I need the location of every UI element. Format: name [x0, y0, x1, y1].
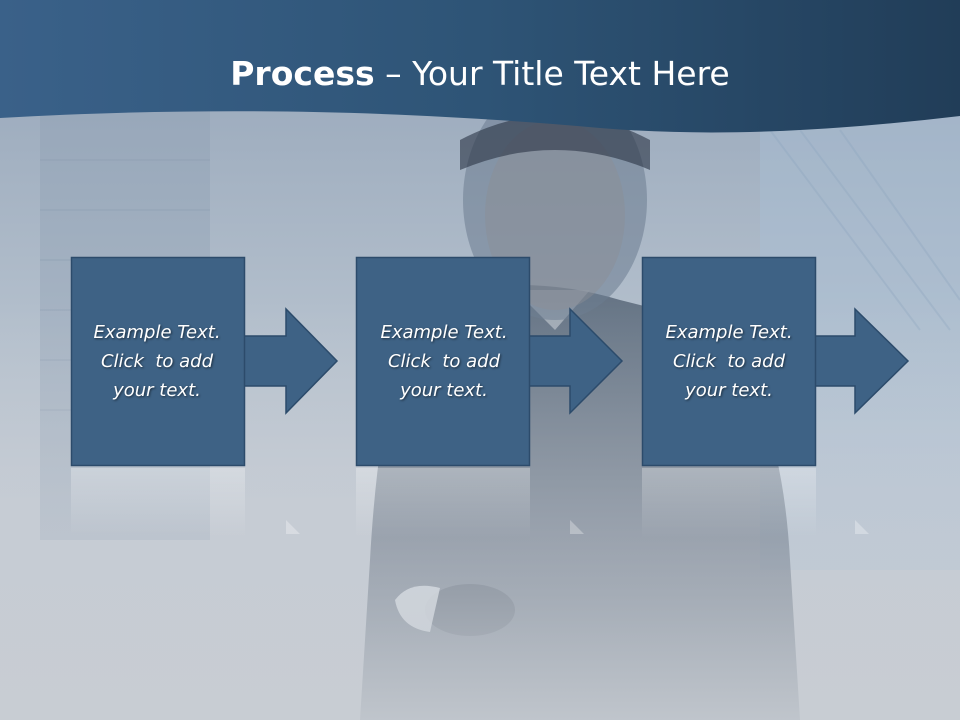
step-line: Click to add — [672, 350, 785, 372]
box-3 — [641, 256, 817, 467]
step-line: your text. — [113, 379, 201, 401]
header-banner — [0, 0, 960, 133]
step-line: Example Text. — [380, 321, 508, 343]
step-line: Example Text. — [93, 321, 221, 343]
step-3-text: Example Text. Click to add your text. — [643, 257, 815, 465]
step-line: your text. — [400, 379, 488, 401]
step-line: Click to add — [387, 350, 500, 372]
step-1-text: Example Text. Click to add your text. — [71, 257, 243, 465]
box-2 — [355, 256, 531, 467]
step-2-text: Example Text. Click to add your text. — [358, 257, 530, 465]
title-bold: Process — [230, 54, 375, 93]
arrow-2 — [524, 307, 624, 415]
process-step-1[interactable]: Example Text. Click to add your text. — [71, 257, 243, 465]
arrow-3 — [810, 307, 910, 415]
process-step-2[interactable]: Example Text. Click to add your text. — [358, 257, 530, 465]
step-line: Click to add — [100, 350, 213, 372]
box-1 — [70, 256, 246, 467]
step-line: your text. — [685, 379, 773, 401]
arrow-1 — [239, 307, 339, 415]
step-line: Example Text. — [665, 321, 793, 343]
slide-title[interactable]: Process – Your Title Text Here — [0, 52, 960, 96]
process-step-3[interactable]: Example Text. Click to add your text. — [643, 257, 815, 465]
title-rest: – Your Title Text Here — [374, 54, 730, 93]
